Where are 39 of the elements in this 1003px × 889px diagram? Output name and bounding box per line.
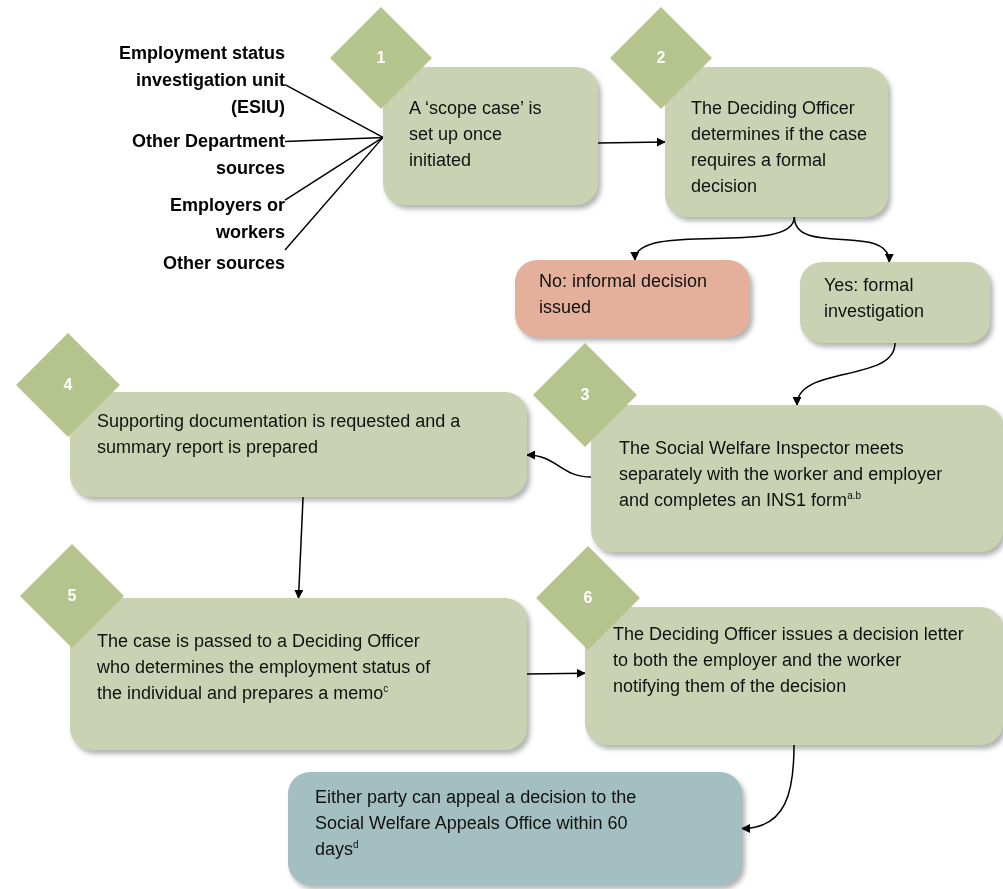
step-number: 4 [63,376,73,394]
step-text: A ‘scope case’ is set up once initiated [409,97,543,172]
outcome-box [515,260,750,337]
process-box [383,67,598,205]
process-box [585,607,1003,745]
step-number: 1 [376,49,386,67]
step-text: The Deciding Officer determines if the case requires a formal decision [691,97,869,198]
step-number: 2 [656,49,666,67]
arrow [526,451,592,478]
arrow [793,216,892,263]
arrow [294,496,304,599]
step-text: No: informal decision issued [539,270,709,319]
step-text: Either party can appeal a decision to the Social Welfare Appeals Office within 60 days$^{d}$ [315,786,638,861]
source-label: Employment status investigation unit (ESIU) [85,40,285,121]
arrow [597,137,666,147]
connector-line [284,136,384,143]
step-text: The Social Welfare Inspector meets separately with the worker and employer and completes an INS1 form$^{a.b}$ [619,437,944,512]
process-box [591,405,1003,552]
step-number: 6 [583,589,593,607]
arrow [741,744,795,833]
source-label: Other Department sources [85,128,285,182]
arrow [794,342,896,406]
step-number: 5 [67,587,77,605]
connector-line [284,136,384,251]
step-text: Yes: formal investigation [824,274,926,323]
process-box [800,262,990,343]
step-number: 3 [580,386,590,404]
connector-line [284,136,384,201]
step-text: The case is passed to a Deciding Officer who determines the employment status of the individual and prepares a memo$^{c}$ [97,630,432,705]
arrow [633,216,796,261]
step-text: The Deciding Officer issues a decision letter to both the employer and the worker notifying them of the decision [613,623,965,698]
source-label: Other sources [85,250,285,277]
appeal-box [288,772,742,885]
connector-line [284,83,384,139]
step-text: Supporting documentation is requested and a summary report is prepared [97,410,462,459]
source-label: Employers or workers [135,192,285,246]
process-box [70,392,527,497]
arrow [526,668,586,678]
process-box [665,67,888,217]
